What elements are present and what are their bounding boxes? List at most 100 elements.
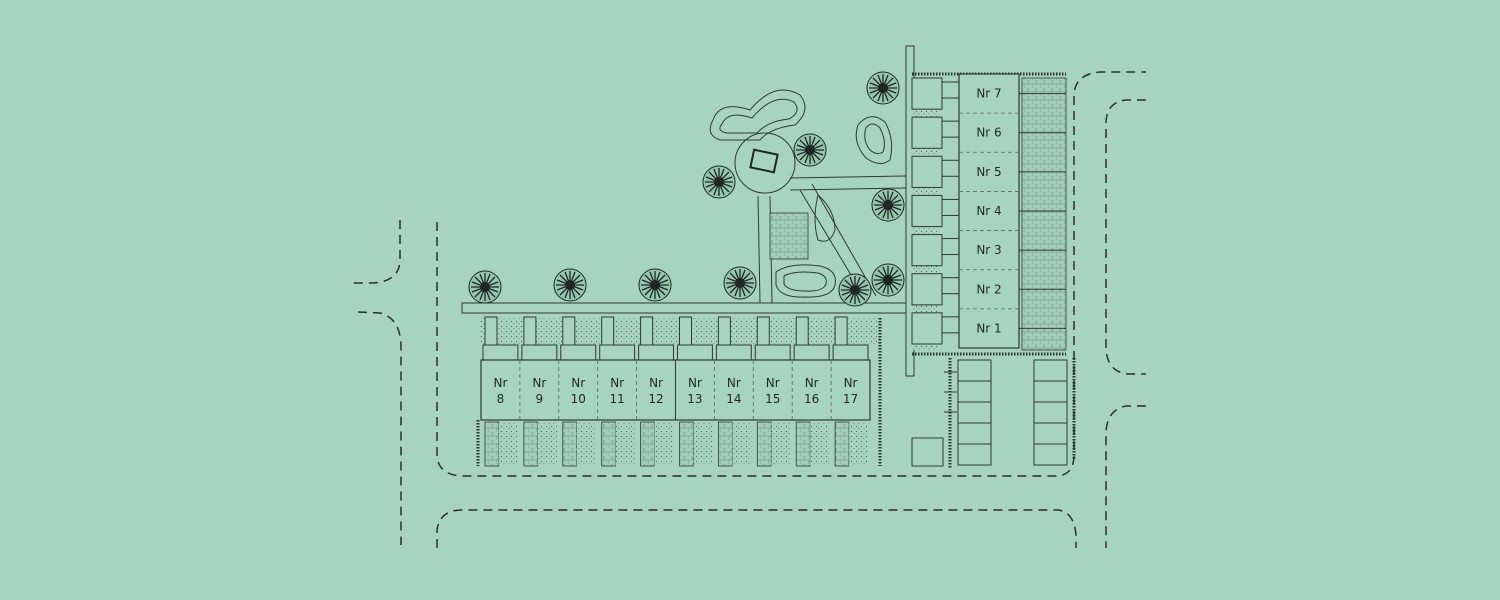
green-area <box>709 89 893 298</box>
unit-label-nr-8-prefix[interactable]: Nr <box>493 376 507 390</box>
unit-label-nr-17-prefix[interactable]: Nr <box>844 376 858 390</box>
unit-label-nr-9-prefix[interactable]: Nr <box>532 376 546 390</box>
entrance-porch <box>638 344 674 361</box>
entrance-porch <box>832 344 869 361</box>
entrance-porch <box>941 277 960 295</box>
entrance-porch <box>941 238 960 256</box>
unit-label-nr-14-prefix[interactable]: Nr <box>727 376 741 390</box>
front-yard <box>911 155 943 188</box>
unit-label-nr-9-number[interactable]: 9 <box>536 392 544 406</box>
parking-space-icon <box>957 401 992 424</box>
back-garden <box>576 422 596 466</box>
unit-label-nr-15-number[interactable]: 15 <box>765 392 780 406</box>
garden-path <box>640 421 655 467</box>
garden-path <box>484 421 500 467</box>
entrance-porch <box>941 198 960 216</box>
unit-label-nr-16-number[interactable]: 16 <box>804 392 819 406</box>
parking-space-icon <box>1033 380 1068 403</box>
back-garden <box>849 422 868 466</box>
back-garden <box>537 422 557 466</box>
parking-space-icon <box>1033 359 1068 382</box>
unit-label-nr-2[interactable]: Nr 2 <box>976 282 1001 296</box>
bin-store <box>717 316 731 346</box>
east-terrace: Nr 7 Nr 6 Nr 5 Nr 4 Nr 3 Nr 2 Nr 1 <box>911 72 1067 356</box>
entrance-porch <box>599 344 636 361</box>
front-yard <box>911 116 943 149</box>
front-yard <box>911 273 943 306</box>
tree-icon <box>871 263 905 297</box>
unit-label-nr-11-prefix[interactable]: Nr <box>610 376 624 390</box>
unit-label-nr-12-prefix[interactable]: Nr <box>649 376 663 390</box>
back-garden <box>693 422 713 466</box>
parking-space-icon <box>957 422 992 445</box>
pavilion-icon <box>749 148 779 174</box>
east-terrace-building <box>958 73 1020 349</box>
bin-store <box>484 316 498 346</box>
tree-icon <box>468 270 502 304</box>
parking-space-icon <box>957 443 992 466</box>
entrance-porch <box>941 159 960 177</box>
front-yard <box>911 77 943 110</box>
tree-icon <box>723 266 757 300</box>
tree-icon <box>638 268 672 302</box>
parking-area <box>911 358 1076 468</box>
unit-label-nr-8-number[interactable]: 8 <box>497 392 505 406</box>
unit-label-nr-5[interactable]: Nr 5 <box>976 165 1001 179</box>
unit-label-nr-16-prefix[interactable]: Nr <box>805 376 819 390</box>
tree-icon <box>838 273 872 307</box>
unit-label-nr-15-prefix[interactable]: Nr <box>766 376 780 390</box>
bin-store <box>601 316 615 346</box>
parking-space-icon <box>1033 401 1068 424</box>
tree-icon <box>702 165 736 199</box>
bin-store <box>834 316 848 346</box>
tree-icon <box>871 188 905 222</box>
bin-store <box>523 316 537 346</box>
garden-path <box>523 421 539 467</box>
back-garden <box>654 422 674 466</box>
unit-label-nr-14-number[interactable]: 14 <box>726 392 741 406</box>
bin-store <box>756 316 770 346</box>
entrance-porch <box>941 81 960 99</box>
back-garden <box>499 422 518 466</box>
bin-store <box>795 316 809 346</box>
entrance-porch <box>941 316 960 334</box>
back-garden <box>732 422 752 466</box>
unit-label-nr-10-number[interactable]: 10 <box>571 392 586 406</box>
entrance-porch <box>715 344 752 361</box>
bin-store <box>679 316 692 346</box>
garden-path <box>795 421 811 467</box>
back-garden <box>615 422 635 466</box>
front-yard <box>911 312 943 345</box>
road-network <box>352 71 1146 548</box>
unit-label-nr-11-number[interactable]: 11 <box>610 392 625 406</box>
entrance-porch <box>941 120 960 138</box>
south-terrace: Nr 8 Nr 9 Nr 10 Nr 11 Nr 12 Nr 13 Nr 14 Nr 15 Nr 16 Nr 17 <box>476 316 882 467</box>
unit-label-nr-6[interactable]: Nr 6 <box>976 126 1001 140</box>
entrance-porch <box>754 344 791 361</box>
unit-label-nr-7[interactable]: Nr 7 <box>976 87 1001 101</box>
back-garden <box>771 422 791 466</box>
tree-icon <box>866 71 900 105</box>
unit-label-nr-1[interactable]: Nr 1 <box>976 321 1001 335</box>
utility-building <box>911 437 944 467</box>
garden-path <box>679 421 694 467</box>
parking-space-icon <box>957 380 992 403</box>
unit-label-nr-13-prefix[interactable]: Nr <box>688 376 702 390</box>
parking-space-icon <box>1033 443 1068 466</box>
tree-icon <box>793 133 827 167</box>
unit-label-nr-17-number[interactable]: 17 <box>843 392 858 406</box>
back-garden <box>810 422 830 466</box>
garden-path <box>718 421 733 467</box>
unit-label-nr-12-number[interactable]: 12 <box>648 392 663 406</box>
tree-icon <box>553 268 587 302</box>
unit-label-nr-4[interactable]: Nr 4 <box>976 204 1001 218</box>
unit-label-nr-13-number[interactable]: 13 <box>687 392 702 406</box>
unit-label-nr-3[interactable]: Nr 3 <box>976 243 1001 257</box>
entrance-porch <box>793 344 830 361</box>
front-yard <box>911 234 943 267</box>
garden-path <box>601 421 617 467</box>
bin-store <box>640 316 654 346</box>
garden-path <box>756 421 772 467</box>
garden-path <box>834 421 850 467</box>
unit-label-nr-10-prefix[interactable]: Nr <box>571 376 585 390</box>
